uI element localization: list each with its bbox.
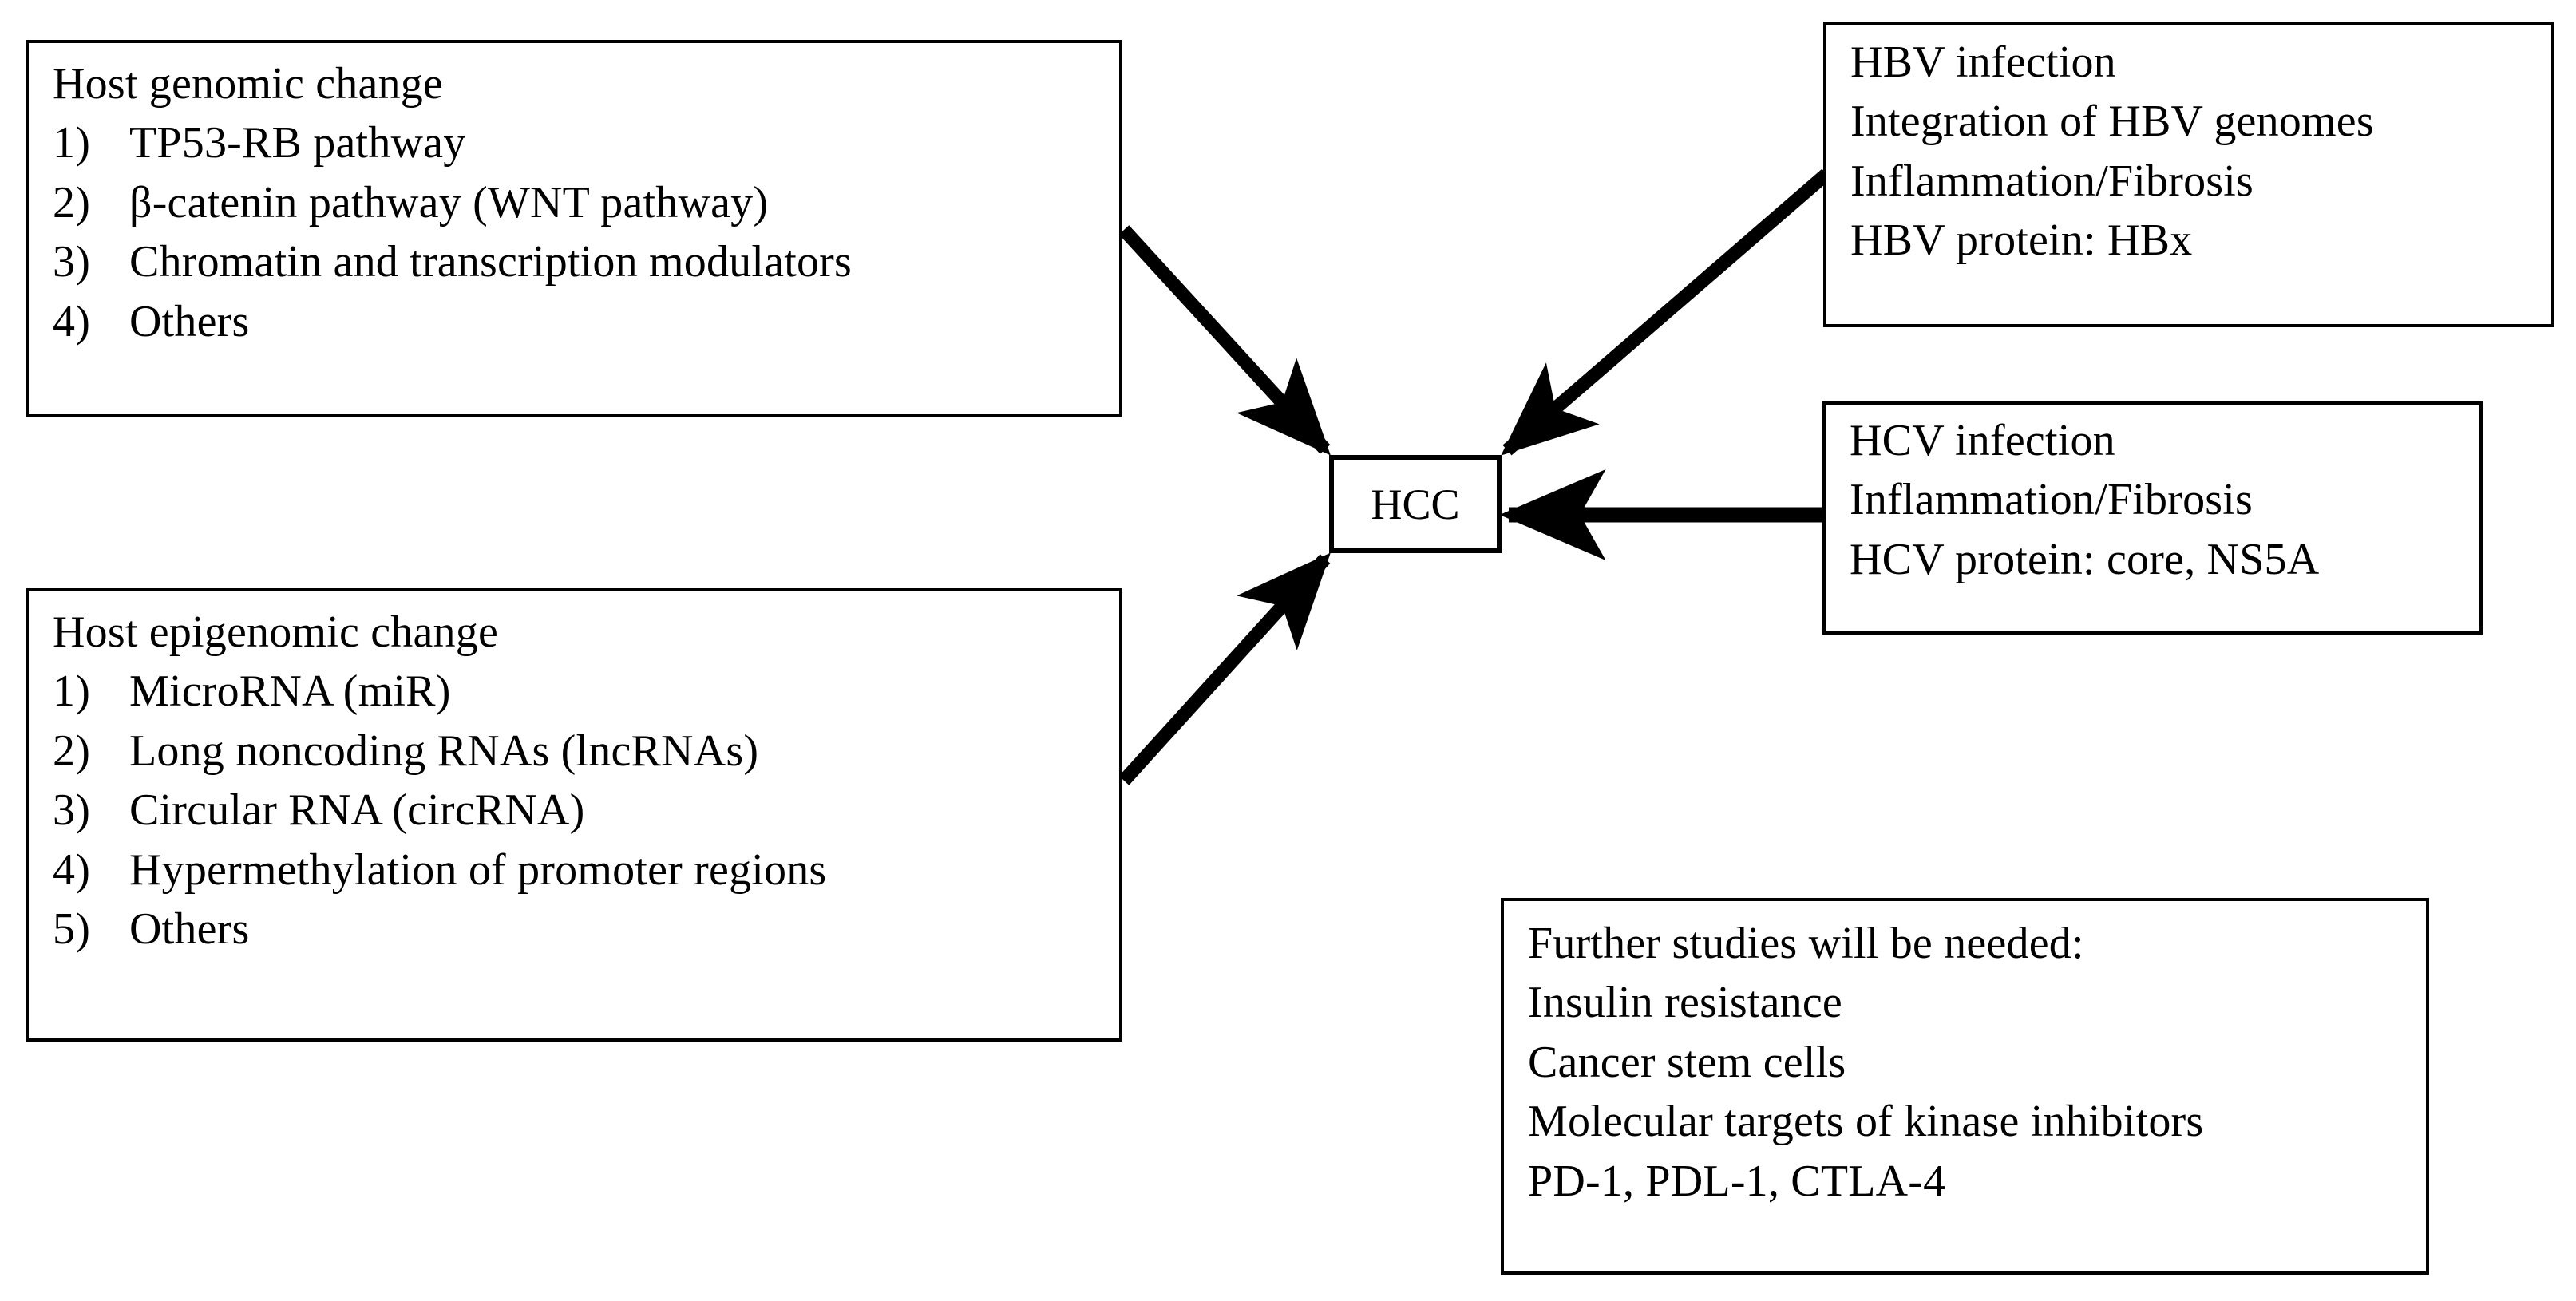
epigenomic-item-5-number: 5) bbox=[53, 904, 91, 955]
genomic-item-3-number: 3) bbox=[53, 237, 91, 287]
genomic-item-2-number: 2) bbox=[53, 177, 91, 227]
epigenomic-item-4: 4) Hypermethylation of promoter regions bbox=[53, 840, 1102, 900]
arrow-epigenomic-to-hcc bbox=[1118, 552, 1331, 785]
genomic-item-2-label: β-catenin pathway (WNT pathway) bbox=[129, 177, 769, 227]
arrow-hbv-to-hcc bbox=[1501, 168, 1831, 456]
hbv-line-4: HBV protein: HBx bbox=[1850, 216, 2193, 266]
hcv-line-2: Inflammation/Fibrosis bbox=[1850, 475, 2254, 525]
genomic-item-1: 1) TP53-RB pathway bbox=[53, 113, 1102, 172]
genomic-item-4-number: 4) bbox=[53, 296, 91, 346]
further-studies-line-4: Molecular targets of kinase inhibitors bbox=[1528, 1097, 2204, 1147]
epigenomic-item-4-label: Hypermethylation of promoter regions bbox=[129, 844, 827, 895]
hbv-line-2: Integration of HBV genomes bbox=[1850, 97, 2374, 147]
hbv-line-1: HBV infection bbox=[1850, 38, 2116, 87]
epigenomic-item-5-label: Others bbox=[129, 904, 250, 955]
genomic-item-3: 3) Chromatin and transcription modulator… bbox=[53, 232, 1102, 291]
further-studies-line-3: Cancer stem cells bbox=[1528, 1037, 1846, 1087]
hcv-line-3: HCV protein: core, NS5A bbox=[1850, 534, 2320, 584]
genomic-item-4: 4) Others bbox=[53, 292, 1102, 351]
epigenomic-item-4-number: 4) bbox=[53, 844, 91, 895]
epigenomic-item-2-label: Long noncoding RNAs (lncRNAs) bbox=[129, 726, 759, 776]
hcv-line-1: HCV infection bbox=[1850, 416, 2115, 465]
host-genomic-change-box: Host genomic change 1) TP53-RB pathway 2… bbox=[26, 40, 1122, 417]
hbv-infection-box: HBV infection Integration of HBV genomes… bbox=[1823, 22, 2554, 327]
epigenomic-item-5: 5) Others bbox=[53, 900, 1102, 959]
arrow-genomic-to-hcc bbox=[1118, 225, 1331, 456]
genomic-item-1-label: TP53-RB pathway bbox=[129, 118, 466, 168]
genomic-item-3-label: Chromatin and transcription modulators bbox=[129, 237, 852, 287]
epigenomic-item-1-number: 1) bbox=[53, 666, 91, 717]
epigenomic-item-1-label: MicroRNA (miR) bbox=[129, 666, 451, 717]
epigenomic-item-3: 3) Circular RNA (circRNA) bbox=[53, 781, 1102, 840]
genomic-item-2: 2) β-catenin pathway (WNT pathway) bbox=[53, 173, 1102, 232]
hcv-infection-box: HCV infection Inflammation/Fibrosis HCV … bbox=[1822, 401, 2483, 635]
epigenomic-item-3-number: 3) bbox=[53, 785, 91, 836]
epigenomic-item-2-number: 2) bbox=[53, 726, 91, 776]
further-studies-line-1: Further studies will be needed: bbox=[1528, 919, 2084, 968]
epigenomic-item-2: 2) Long noncoding RNAs (lncRNAs) bbox=[53, 722, 1102, 781]
genomic-heading: Host genomic change bbox=[53, 59, 443, 109]
genomic-item-4-label: Others bbox=[129, 296, 250, 346]
genomic-item-1-number: 1) bbox=[53, 118, 91, 168]
further-studies-line-5: PD-1, PDL-1, CTLA-4 bbox=[1528, 1156, 1946, 1206]
further-studies-box: Further studies will be needed: Insulin … bbox=[1501, 898, 2429, 1275]
epigenomic-heading: Host epigenomic change bbox=[53, 607, 499, 657]
epigenomic-item-3-label: Circular RNA (circRNA) bbox=[129, 785, 585, 836]
hbv-line-3: Inflammation/Fibrosis bbox=[1850, 156, 2254, 206]
epigenomic-item-1: 1) MicroRNA (miR) bbox=[53, 662, 1102, 721]
host-epigenomic-change-box: Host epigenomic change 1) MicroRNA (miR)… bbox=[26, 588, 1122, 1042]
hcc-node: HCC bbox=[1329, 455, 1502, 553]
further-studies-line-2: Insulin resistance bbox=[1528, 978, 1842, 1028]
hcc-label: HCC bbox=[1371, 480, 1460, 528]
